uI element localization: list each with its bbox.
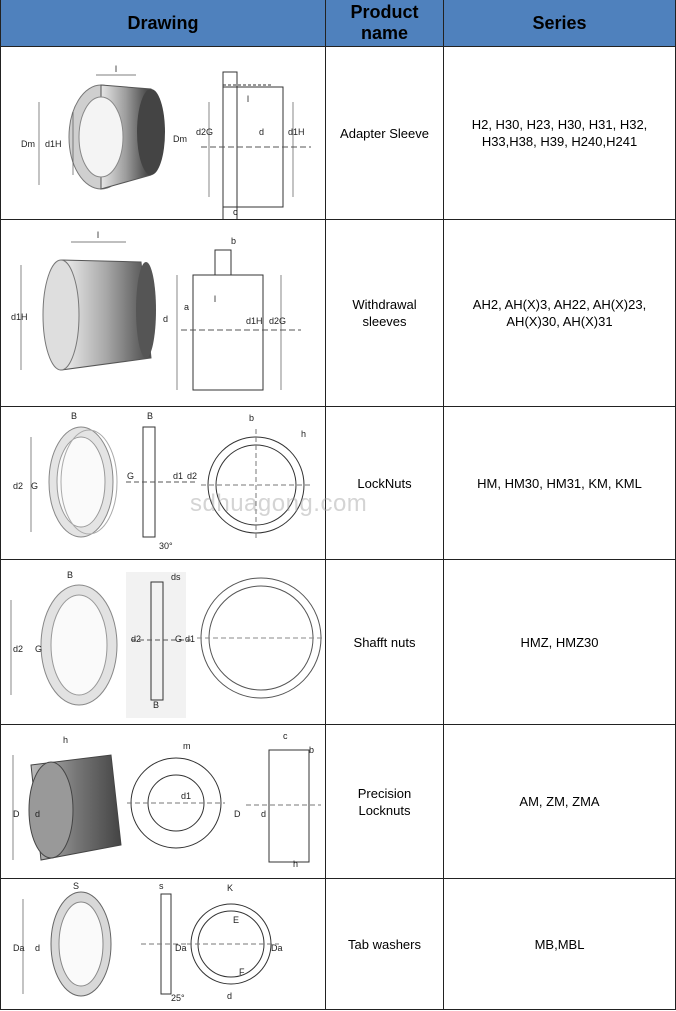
svg-text:d: d [227, 991, 232, 1001]
svg-text:d: d [259, 127, 264, 137]
svg-text:Dm: Dm [173, 134, 187, 144]
svg-text:25°: 25° [171, 993, 185, 1003]
product-series: AH2, AH(X)3, AH22, AH(X)23, AH(X)30, AH(… [444, 220, 676, 406]
svg-text:c: c [283, 731, 288, 741]
svg-text:d1H: d1H [11, 312, 28, 322]
svg-text:d1H: d1H [246, 316, 263, 326]
svg-text:l: l [97, 230, 99, 240]
product-name: LockNuts [326, 407, 444, 559]
svg-text:D: D [13, 809, 20, 819]
adapter-sleeve-drawing: Dm d1H l Dm d2G d d1H c l [0, 47, 326, 219]
svg-text:b: b [249, 413, 254, 423]
svg-text:d1: d1 [185, 634, 195, 644]
svg-text:G: G [175, 634, 182, 644]
svg-text:D: D [234, 809, 241, 819]
svg-text:E: E [233, 915, 239, 925]
svg-text:d2G: d2G [269, 316, 286, 326]
svg-text:l: l [115, 64, 117, 74]
table-row: d1H l d a l d1H d2G b Withdrawal sleeves AH2, … [0, 219, 676, 406]
svg-text:b: b [309, 745, 314, 755]
watermark: sdhuagong.com [190, 490, 368, 517]
svg-text:b: b [231, 236, 236, 246]
product-name: Precision Locknuts [326, 725, 444, 878]
svg-text:G: G [35, 644, 42, 654]
svg-text:d2G: d2G [196, 127, 213, 137]
product-name: Adapter Sleeve [326, 47, 444, 219]
svg-text:G: G [127, 471, 134, 481]
svg-text:l: l [214, 294, 216, 304]
svg-text:d1H: d1H [45, 139, 62, 149]
svg-text:d2: d2 [131, 634, 141, 644]
withdrawal-sleeve-drawing: d1H l d a l d1H d2G b [0, 220, 326, 406]
svg-text:d1: d1 [173, 471, 183, 481]
svg-text:Da: Da [175, 943, 187, 953]
product-series: MB,MBL [444, 879, 676, 1009]
product-series: HM, HM30, HM31, KM, KML [444, 407, 676, 559]
svg-text:ds: ds [171, 572, 181, 582]
svg-text:d: d [35, 943, 40, 953]
svg-text:B: B [153, 700, 159, 710]
svg-text:l: l [247, 94, 249, 104]
product-name: Withdrawal sleeves [326, 220, 444, 406]
svg-text:d1H: d1H [288, 127, 305, 137]
svg-text:m: m [183, 741, 191, 751]
table-bottom-border [0, 1009, 676, 1010]
header-drawing: Drawing [0, 0, 326, 46]
svg-text:30°: 30° [159, 541, 173, 551]
svg-text:Da: Da [271, 943, 283, 953]
svg-text:d: d [35, 809, 40, 819]
svg-text:B: B [71, 411, 77, 421]
svg-text:d: d [163, 314, 168, 324]
svg-text:h: h [63, 735, 68, 745]
product-series: AM, ZM, ZMA [444, 725, 676, 878]
svg-text:c: c [233, 207, 238, 217]
svg-text:s: s [159, 881, 164, 891]
product-name: Shafft nuts [326, 560, 444, 724]
svg-text:B: B [147, 411, 153, 421]
header-series: Series [444, 0, 676, 46]
header-product-name: Product name [326, 0, 444, 46]
svg-text:d2: d2 [187, 471, 197, 481]
svg-text:h: h [301, 429, 306, 439]
product-series: H2, H30, H23, H30, H31, H32, H33,H38, H3… [444, 47, 676, 219]
svg-text:G: G [31, 481, 38, 491]
svg-text:Da: Da [13, 943, 25, 953]
table-row: Dm d1H l Dm d2G d d1H c l Adapter Sleeve H2, H3… [0, 46, 676, 219]
svg-text:d2: d2 [13, 644, 23, 654]
svg-text:Dm: Dm [21, 139, 35, 149]
svg-text:d: d [261, 809, 266, 819]
svg-text:S: S [73, 881, 79, 891]
product-series: HMZ, HMZ30 [444, 560, 676, 724]
svg-text:a: a [184, 302, 189, 312]
svg-text:B: B [67, 570, 73, 580]
svg-text:h: h [293, 859, 298, 869]
svg-text:d1: d1 [181, 791, 191, 801]
product-name: Tab washers [326, 879, 444, 1009]
svg-text:d2: d2 [13, 481, 23, 491]
svg-text:F: F [239, 967, 245, 977]
svg-text:K: K [227, 883, 233, 893]
